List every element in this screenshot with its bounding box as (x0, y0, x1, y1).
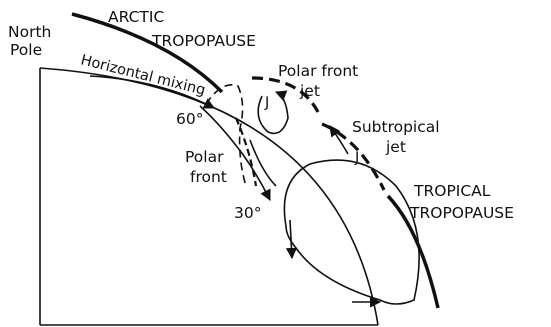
tropical-label-2: TROPOPAUSE (409, 204, 514, 222)
polar-front-label-2: front (190, 168, 227, 186)
latitude-60-label: 60° (176, 110, 203, 128)
subtropical-jet-symbol: J (354, 150, 359, 166)
subtropical-jet-label-2: jet (385, 138, 406, 156)
arctic-label-1: ARCTIC (108, 8, 164, 26)
ferrel-cell-loop (258, 92, 288, 133)
latitude-30-label: 30° (234, 204, 261, 222)
tropical-label-1: TROPICAL (413, 182, 491, 200)
subtropical-rising-arrow (330, 126, 348, 154)
horizontal-mixing-label: Horizontal mixing (79, 52, 207, 98)
mid-latitude-flow (250, 140, 276, 186)
polar-front-jet-label-1: Polar front (278, 62, 358, 80)
hadley-down-arrow (290, 220, 292, 258)
hadley-cell-loop (284, 160, 419, 304)
north-pole-label-1: North (8, 23, 51, 41)
polar-front-jet-label-2: jet (299, 82, 320, 100)
subtropical-jet-label-1: Subtropical (352, 118, 440, 136)
earth-surface (40, 68, 378, 325)
polar-jet-symbol: J (264, 95, 269, 111)
north-pole-label-2: Pole (10, 41, 42, 59)
polar-front-label-1: Polar (185, 148, 224, 166)
arctic-label-2: TROPOPAUSE (151, 32, 256, 50)
